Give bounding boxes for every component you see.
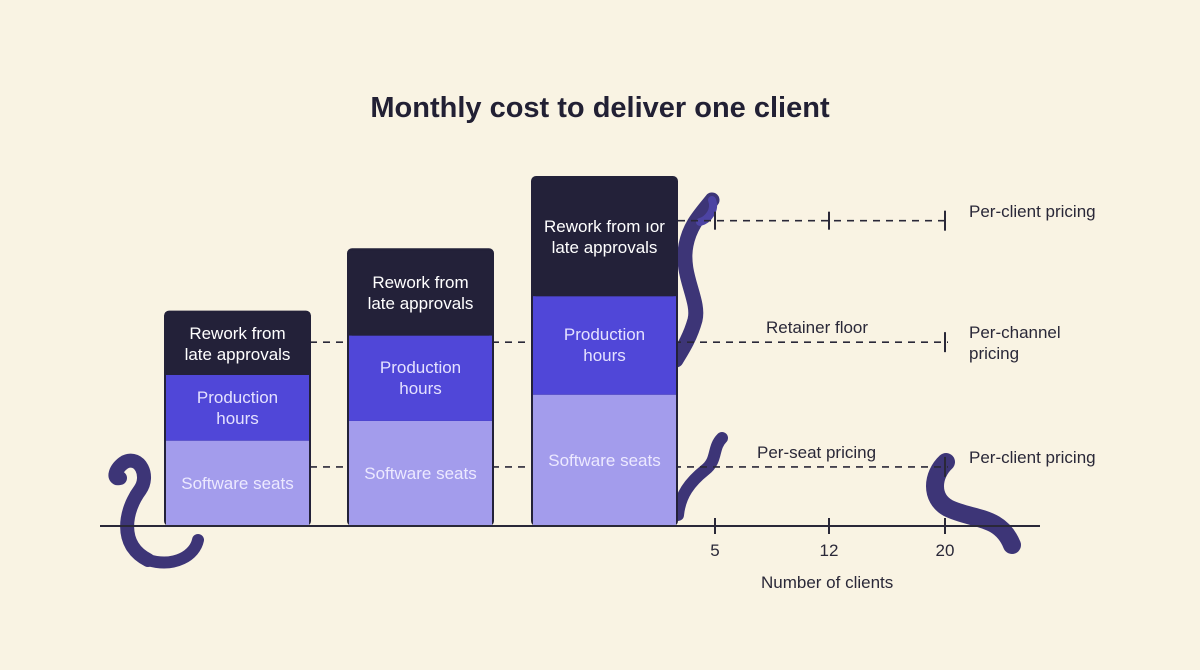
- reference-line-label-0: Per-seat pricing: [757, 442, 877, 462]
- bar-segment-1-2: [349, 250, 492, 336]
- bar-segment-1-0: [349, 420, 492, 526]
- tentacle-left-decoration: [108, 453, 204, 569]
- bar-segment-label-2-0: Software seats: [548, 450, 661, 470]
- tentacle-middle-decoration: [672, 432, 728, 521]
- bar-segment-2-1: [533, 296, 676, 395]
- reference-line-label-1: Retainer floor: [766, 318, 869, 338]
- x-tick-label-2: 20: [935, 541, 955, 560]
- x-tick-label-1: 12: [819, 541, 839, 560]
- bar-segment-2-2: [533, 178, 676, 297]
- bar-segment-label-1-0: Software seats: [364, 463, 477, 483]
- reference-line-right-label-0: Per-client pricing: [969, 447, 1096, 467]
- bar-segment-label-0-2: Rework from late approvals: [184, 323, 291, 364]
- bar-segment-label-2-2: Rework from ıor late approvals: [544, 217, 665, 258]
- bar-segment-label-0-1: Production hours: [196, 387, 279, 428]
- chart-title: Monthly cost to deliver one client: [370, 92, 830, 124]
- bar-segment-0-1: [166, 374, 309, 441]
- bar-segment-label-1-2: Rework from late approvals: [367, 272, 474, 313]
- bar-segment-label-0-0: Software seats: [181, 473, 294, 493]
- bar-segment-0-0: [166, 440, 309, 526]
- bar-segment-label-2-1: Production hours: [563, 325, 646, 366]
- bar-segment-2-0: [533, 394, 676, 526]
- bar-segment-label-1-1: Production hours: [379, 358, 462, 399]
- x-tick-label-0: 5: [710, 541, 720, 560]
- tentacle-top-decoration: [668, 192, 720, 368]
- reference-line-right-label-2: Per-client pricing: [969, 201, 1096, 221]
- x-axis-label: Number of clients: [761, 573, 894, 592]
- tentacle-right-decoration: [926, 453, 1021, 554]
- bar-segment-1-1: [349, 335, 492, 421]
- reference-line-right-label-1: Per-channel pricing: [969, 323, 1061, 364]
- bar-segment-0-2: [166, 312, 309, 375]
